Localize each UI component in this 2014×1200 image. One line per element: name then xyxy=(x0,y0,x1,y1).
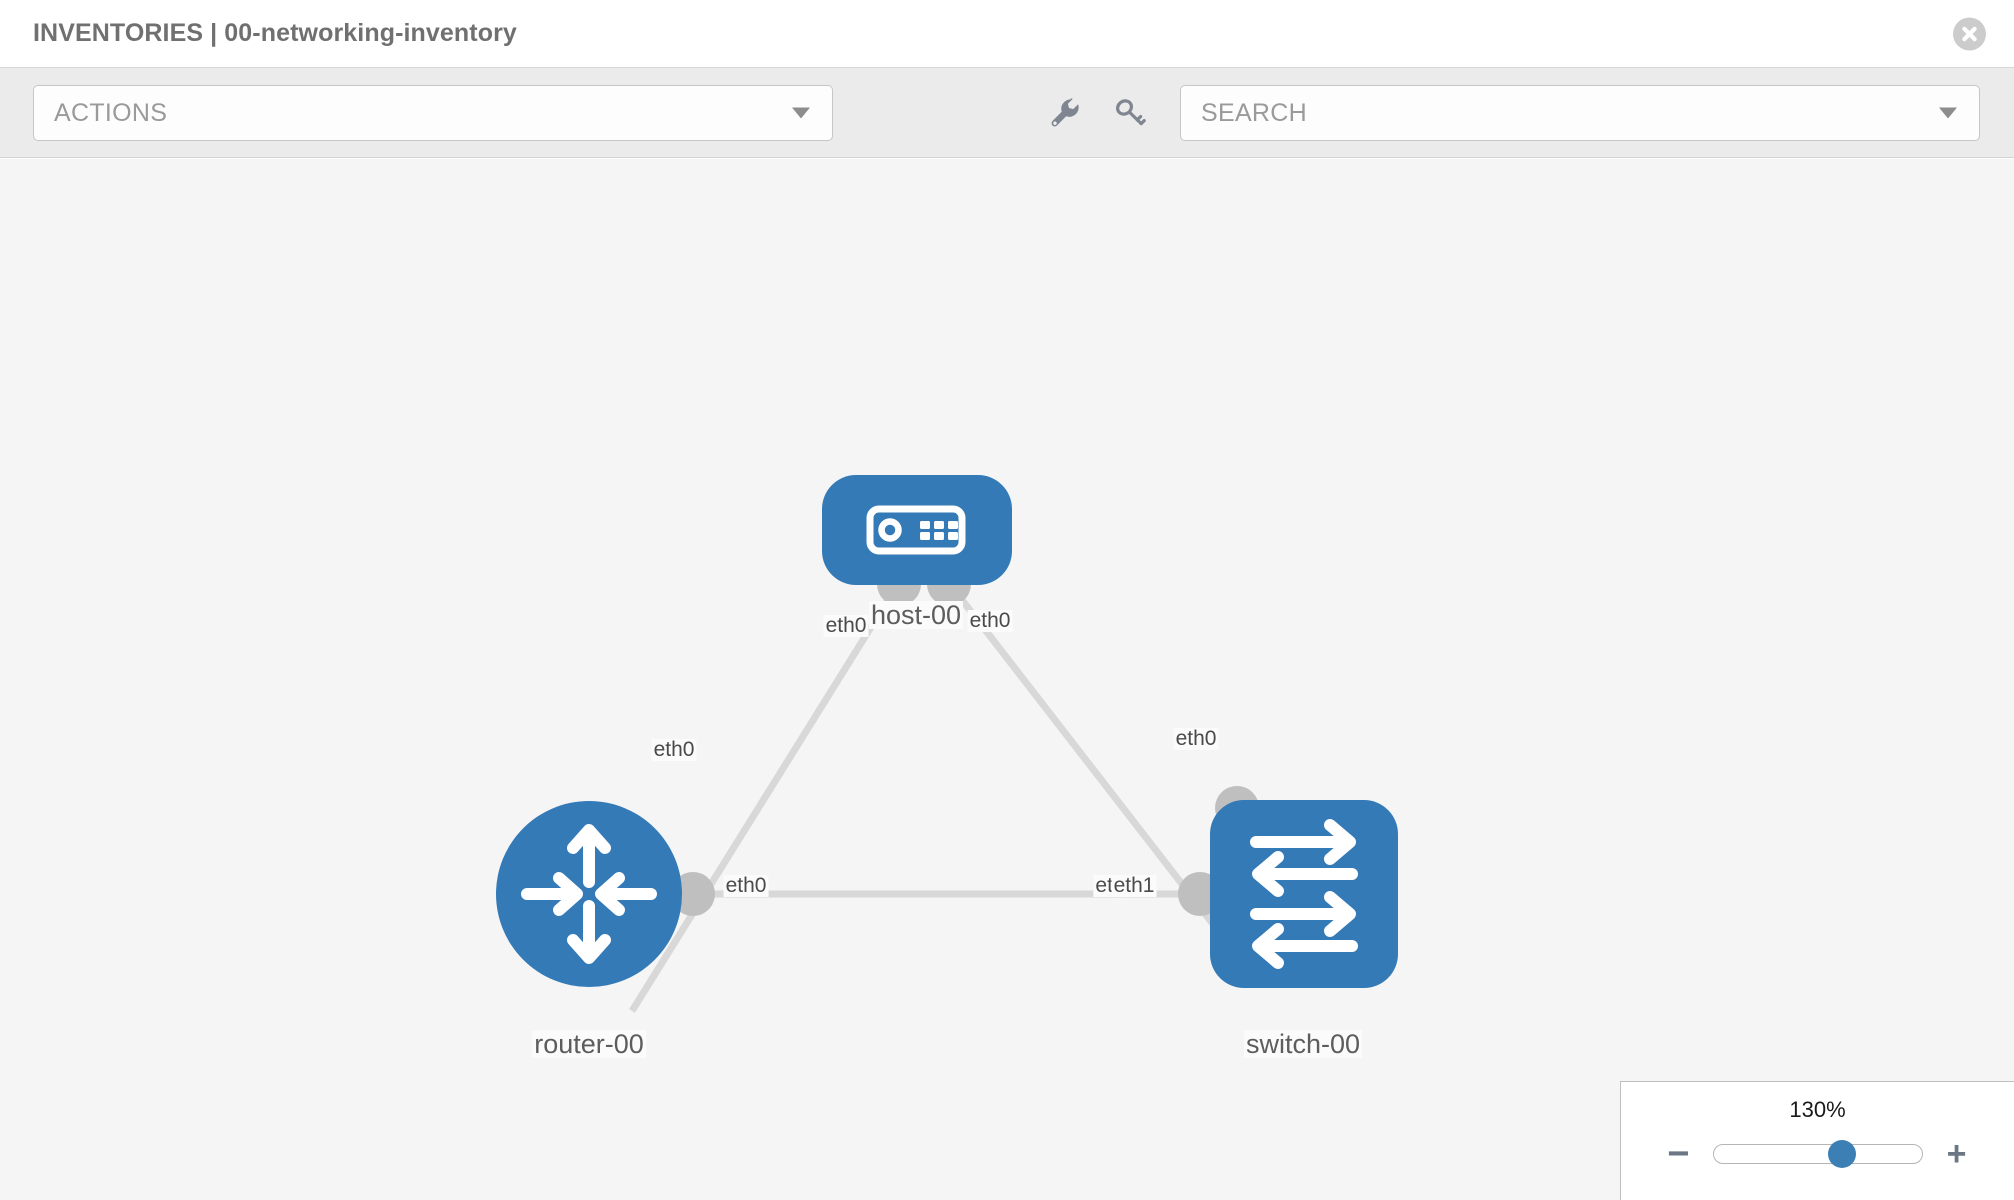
zoom-control-panel: 130% − + xyxy=(1620,1081,2014,1200)
connector-router00-right xyxy=(671,872,715,916)
zoom-slider-thumb[interactable] xyxy=(1828,1140,1857,1168)
edge-label-router00-host00: eth0 xyxy=(651,737,697,762)
actions-dropdown-label: ACTIONS xyxy=(54,98,168,127)
node-label-switch-00: switch-00 xyxy=(1243,1029,1363,1059)
page-title: INVENTORIES | 00-networking-inventory xyxy=(33,19,517,47)
node-host-00[interactable] xyxy=(822,475,1012,585)
close-icon[interactable] xyxy=(1953,17,1986,50)
zoom-out-button[interactable]: − xyxy=(1667,1133,1690,1175)
search-input[interactable]: SEARCH xyxy=(1180,85,1980,141)
page-header: INVENTORIES | 00-networking-inventory xyxy=(0,0,2014,68)
edge-group xyxy=(629,584,1243,1013)
actions-dropdown[interactable]: ACTIONS xyxy=(33,85,833,141)
node-label-router-00: router-00 xyxy=(532,1029,646,1059)
node-label-host-00: host-00 xyxy=(868,600,964,630)
edge-label-router00-switch00: eth0 xyxy=(723,873,769,898)
search-placeholder: SEARCH xyxy=(1201,98,1307,127)
toolbar: ACTIONS SEARCH xyxy=(0,68,2014,158)
zoom-in-button[interactable]: + xyxy=(1946,1135,1967,1173)
zoom-percent-label: 130% xyxy=(1789,1097,1846,1122)
key-icon[interactable] xyxy=(1110,93,1150,133)
edge-host00-router00[interactable] xyxy=(629,585,899,1013)
connector-group xyxy=(671,562,1259,916)
wrench-icon[interactable] xyxy=(1045,93,1085,133)
node-router-00[interactable] xyxy=(496,801,682,987)
topology-canvas[interactable]: host-00 router-00 switch-00 eth0 eth0 et… xyxy=(0,159,2014,1200)
edge-label-host00-switch00: eth0 xyxy=(967,608,1013,633)
zoom-slider[interactable] xyxy=(1712,1140,1923,1168)
node-switch-00[interactable] xyxy=(1210,800,1398,988)
topology-graph xyxy=(496,475,1398,1013)
edge-label-host00-router00: eth0 xyxy=(823,613,869,638)
edge-label-switch00-host00: eth0 xyxy=(1173,726,1219,751)
chevron-down-icon xyxy=(792,107,810,119)
chevron-down-icon[interactable] xyxy=(1939,107,1957,119)
edge-label-switch00-router00: eth1 xyxy=(1111,873,1157,898)
